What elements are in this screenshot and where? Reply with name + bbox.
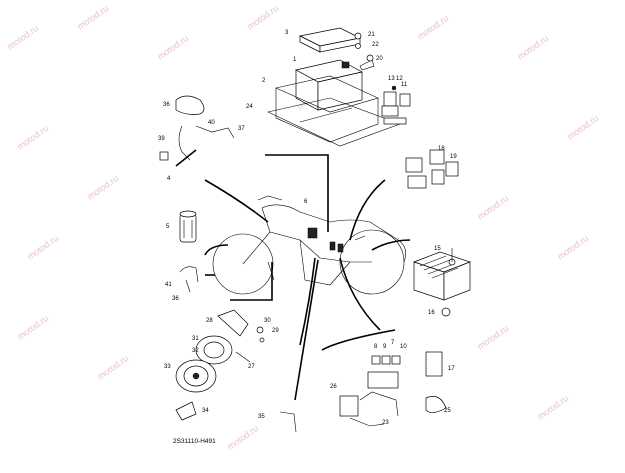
watermark: motod.ru (245, 3, 280, 32)
watermark: motod.ru (155, 33, 190, 62)
callout-8: 8 (374, 344, 378, 350)
callout-labels: 1 2 3 4 5 6 7 8 9 10 11 12 13 15 16 17 1… (158, 30, 457, 426)
watermark: motod.ru (565, 113, 600, 142)
callout-40: 40 (208, 120, 215, 126)
wire-lead (279, 411, 297, 433)
watermark: motod.ru (25, 233, 60, 262)
callout-20: 20 (376, 56, 383, 62)
pointer-lines (204, 154, 411, 401)
harness-clamps-left (159, 95, 235, 167)
callout-10: 10 (400, 344, 407, 350)
callout-16: 16 (428, 310, 435, 316)
callout-28: 28 (206, 318, 213, 324)
callout-19: 19 (450, 154, 457, 160)
callout-31: 31 (192, 336, 199, 342)
watermark: motod.ru (535, 393, 570, 422)
callout-7: 7 (391, 340, 395, 346)
callout-24: 24 (246, 104, 253, 110)
callout-33: 33 (164, 364, 171, 370)
callout-39: 39 (158, 136, 165, 142)
watermark: motod.ru (15, 123, 50, 152)
watermark: motod.ru (5, 23, 40, 52)
relay-unit-bottom (339, 351, 447, 427)
watermark: motod.ru (95, 353, 130, 382)
callout-23: 23 (382, 420, 389, 426)
motorcycle-frame (212, 195, 406, 295)
callout-35: 35 (258, 414, 265, 420)
callout-2: 2 (262, 78, 266, 84)
callout-11: 11 (401, 82, 408, 88)
callout-36: 36 (163, 102, 170, 108)
callout-13: 13 (388, 76, 395, 82)
watermark: motod.ru (515, 33, 550, 62)
callout-4: 4 (167, 176, 171, 182)
drawing-code: 2S31110-H491 (173, 438, 216, 445)
callout-21: 21 (368, 32, 375, 38)
callout-22: 22 (372, 42, 379, 48)
callout-36b: 36 (172, 296, 179, 302)
callout-12: 12 (396, 76, 403, 82)
watermark: motod.ru (85, 173, 120, 202)
callout-37: 37 (238, 126, 245, 132)
callout-1: 1 (293, 57, 297, 63)
callout-9: 9 (383, 344, 387, 350)
callout-26: 26 (330, 384, 337, 390)
callout-30: 30 (264, 318, 271, 324)
callout-3: 3 (285, 30, 289, 36)
hose-bracket (179, 266, 199, 293)
ignition-coil (179, 210, 197, 243)
watermark: motod.ru (555, 233, 590, 262)
battery-box-assembly (267, 27, 401, 147)
callout-17: 17 (448, 366, 455, 372)
watermark: motod.ru (475, 193, 510, 222)
callout-32: 32 (192, 348, 199, 354)
callout-27: 27 (248, 364, 255, 370)
callout-6: 6 (304, 199, 308, 205)
watermark: motod.ru (475, 323, 510, 352)
relay-cluster (405, 149, 459, 189)
callout-15: 15 (434, 246, 441, 252)
callout-18: 18 (438, 146, 445, 152)
callout-25: 25 (444, 408, 451, 414)
fuse-box-cluster (381, 85, 411, 125)
callout-41: 41 (165, 282, 172, 288)
watermark: motod.ru (75, 3, 110, 32)
watermark: motod.ru (415, 13, 450, 42)
callout-34: 34 (202, 408, 209, 414)
watermark: motod.ru (225, 423, 260, 452)
callout-5: 5 (166, 224, 170, 230)
horn-assembly (175, 309, 265, 421)
watermark: motod.ru (15, 313, 50, 342)
callout-29: 29 (272, 328, 279, 334)
rectifier-regulator (412, 248, 472, 317)
